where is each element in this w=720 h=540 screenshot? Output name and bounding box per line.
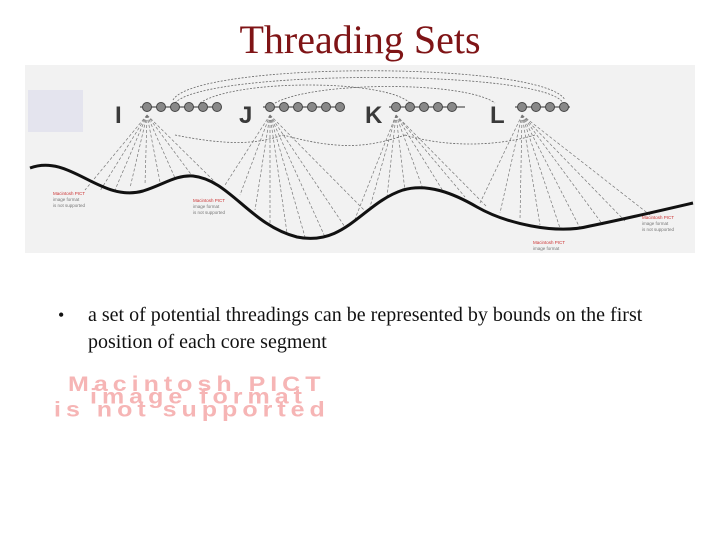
segment-label-l: L [490,102,505,129]
threading-fans [84,114,651,238]
threading-diagram: I J K L [25,65,695,253]
threading-diagram-svg: I J K L [25,65,695,253]
slide-title: Threading Sets [239,17,481,62]
loop-arcs [172,70,566,146]
svg-text:Macintosh PICT: Macintosh PICT [642,215,674,220]
placeholder-line-2: image format [90,384,307,409]
figure-placeholder-3: Macintosh PICT image format is not suppo… [642,215,675,232]
bead-chain-l [515,102,570,112]
placeholder-line-1: Macintosh PICT [68,372,326,396]
svg-text:is not supported: is not supported [53,203,86,208]
svg-text:image format: image format [533,246,560,251]
placeholder-line-3: is not supported [54,397,330,422]
figure-placeholder-4: Macintosh PICT image format [533,240,565,251]
bullet-marker: • [58,305,65,325]
segment-label-i: I [115,102,122,129]
svg-text:is not supported: is not supported [642,227,675,232]
svg-text:Macintosh PICT: Macintosh PICT [533,240,565,245]
svg-text:is not supported: is not supported [193,210,226,215]
segment-label-k: K [365,102,383,129]
figure-placeholder-1: Macintosh PICT image format is not suppo… [53,191,86,208]
svg-text:image format: image format [642,221,669,226]
svg-text:Macintosh PICT: Macintosh PICT [193,198,225,203]
bullet-item: • a set of potential threadings can be r… [58,302,658,356]
bead-chain-j [263,102,345,112]
diagram-corner-patch [28,90,83,132]
bullet-text: a set of potential threadings can be rep… [88,304,643,353]
sequence-curve [29,163,694,240]
pict-unsupported-placeholder: Macintosh PICT image format is not suppo… [50,372,650,422]
figure-placeholder-2: Macintosh PICT image format is not suppo… [193,198,226,215]
segment-label-j: J [239,102,252,129]
svg-text:image format: image format [53,197,80,202]
bead-chain-i [140,102,222,112]
bead-chain-k [389,102,465,112]
svg-text:image format: image format [193,204,220,209]
svg-text:Macintosh PICT: Macintosh PICT [53,191,85,196]
